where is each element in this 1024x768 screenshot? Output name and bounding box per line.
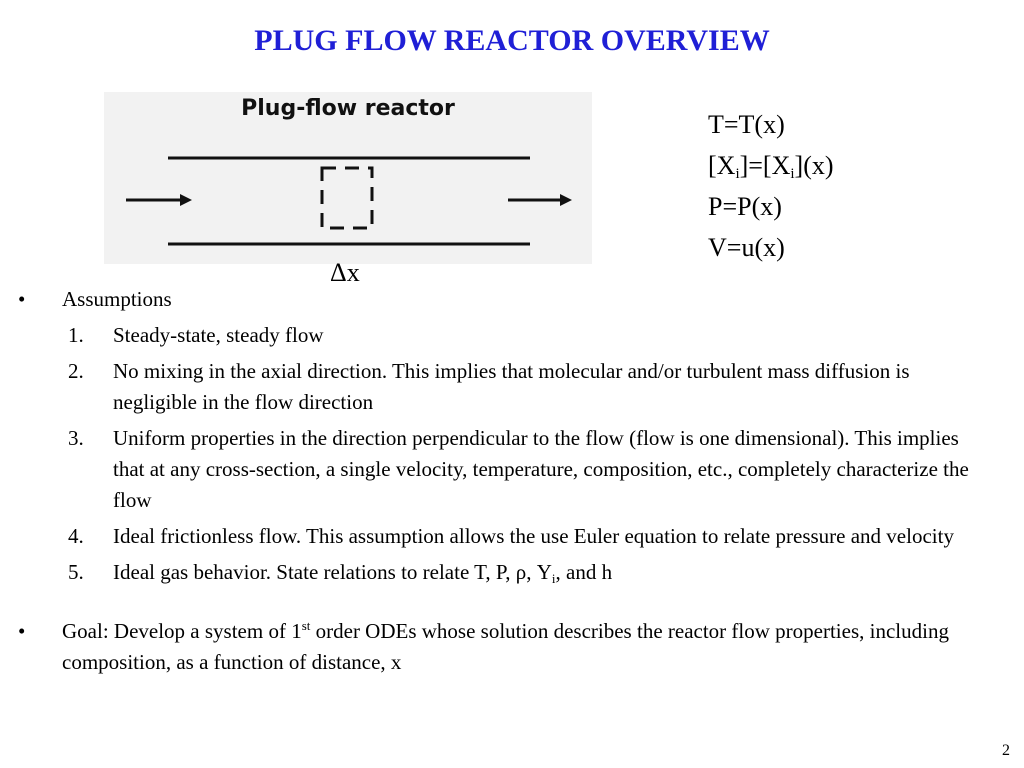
assumption-item: 5. Ideal gas behavior. State relations t…: [0, 557, 1024, 588]
control-volume-box: [320, 166, 374, 230]
page-number: 2: [1002, 742, 1010, 759]
item-text: Ideal gas behavior. State relations to r…: [113, 560, 613, 586]
item-number: 5.: [68, 560, 84, 584]
diagram-label: Plug-flow reactor: [241, 96, 455, 121]
item-number: 2.: [68, 359, 84, 383]
assumption-item: 4. Ideal frictionless flow. This assumpt…: [0, 521, 1024, 552]
item-text: Uniform properties in the direction perp…: [113, 426, 969, 512]
equation-concentration: [Xi]=[Xi](x): [708, 151, 834, 182]
item-number: 3.: [68, 426, 84, 450]
bullet-icon: •: [18, 619, 26, 643]
item-text: Ideal frictionless flow. This assumption…: [113, 524, 954, 548]
content-list: • Assumptions 1. Steady-state, steady fl…: [0, 284, 1024, 678]
assumptions-bullet: • Assumptions: [0, 284, 1024, 315]
slide-title: PLUG FLOW REACTOR OVERVIEW: [254, 24, 770, 57]
inlet-arrow-head: [180, 194, 192, 206]
assumptions-heading: Assumptions: [62, 287, 172, 311]
equation-velocity: V=u(x): [708, 233, 785, 262]
assumption-item: 1. Steady-state, steady flow: [0, 320, 1024, 351]
bullet-icon: •: [18, 287, 26, 311]
goal-bullet: • Goal: Develop a system of 1st order OD…: [0, 616, 1024, 678]
equation-temperature: T=T(x): [708, 110, 785, 139]
assumption-item: 3. Uniform properties in the direction p…: [0, 423, 1024, 516]
property-equations: T=T(x) [Xi]=[Xi](x) P=P(x) V=u(x): [708, 104, 834, 268]
delta-x-label: Δx: [330, 258, 360, 287]
item-number: 4.: [68, 524, 84, 548]
outlet-arrow-head: [560, 194, 572, 206]
item-number: 1.: [68, 323, 84, 347]
plug-flow-reactor-diagram: Plug-flow reactor: [104, 92, 592, 264]
item-text: No mixing in the axial direction. This i…: [113, 359, 910, 414]
item-text: Steady-state, steady flow: [113, 323, 324, 347]
equation-pressure: P=P(x): [708, 192, 782, 221]
goal-text: Goal: Develop a system of 1st order ODEs…: [62, 618, 949, 674]
assumption-item: 2. No mixing in the axial direction. Thi…: [0, 356, 1024, 418]
reactor-schematic: [126, 156, 572, 246]
